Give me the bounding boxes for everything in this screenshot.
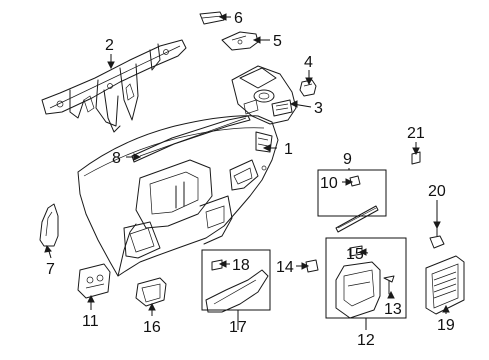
callout-9: 9 [343,151,352,168]
callout-8: 8 [112,150,121,167]
callout-13: 13 [384,301,402,318]
trim-strip-kit [335,175,379,233]
callout-5: 5 [273,33,282,50]
callout-1: 1 [284,141,293,158]
instrument-panel [77,115,279,277]
callout-2: 2 [105,37,114,54]
group-box-9 [317,169,387,217]
bracket-16 [135,277,167,307]
callout-4: 4 [304,54,313,71]
callout-11: 11 [82,313,99,330]
callout-6: 6 [234,10,243,27]
knee-bolster-kit [205,259,269,313]
callout-17: 17 [229,319,247,336]
callout-15: 15 [346,246,364,263]
end-cover [39,203,59,247]
callout-12: 12 [357,332,375,349]
bezel-clip [299,79,317,97]
callout-21: 21 [407,125,425,142]
callout-14: 14 [276,259,294,276]
clip-21 [411,151,421,165]
callout-19: 19 [437,317,455,334]
center-console-bezel [231,65,297,125]
cross-car-beam [41,39,187,133]
callout-10: 10 [320,175,338,192]
group-box-17 [201,249,271,311]
switch-bezel [77,263,111,299]
bracket-5 [221,31,259,51]
leader-arrowheads [44,13,450,313]
callout-18: 18 [232,257,250,274]
callout-numbers: 1 2 3 4 5 6 7 8 9 10 11 12 13 14 15 16 1… [46,10,455,349]
callout-3: 3 [314,100,323,117]
clip-14 [305,259,319,273]
callout-20: 20 [428,183,446,200]
callout-16: 16 [143,319,161,336]
vent-outlet [425,255,465,315]
pad-6 [199,11,225,25]
defroster-grille [131,115,251,163]
fastener-20 [429,225,445,249]
callout-7: 7 [46,261,55,278]
cluster-bezel-kit [335,245,395,319]
